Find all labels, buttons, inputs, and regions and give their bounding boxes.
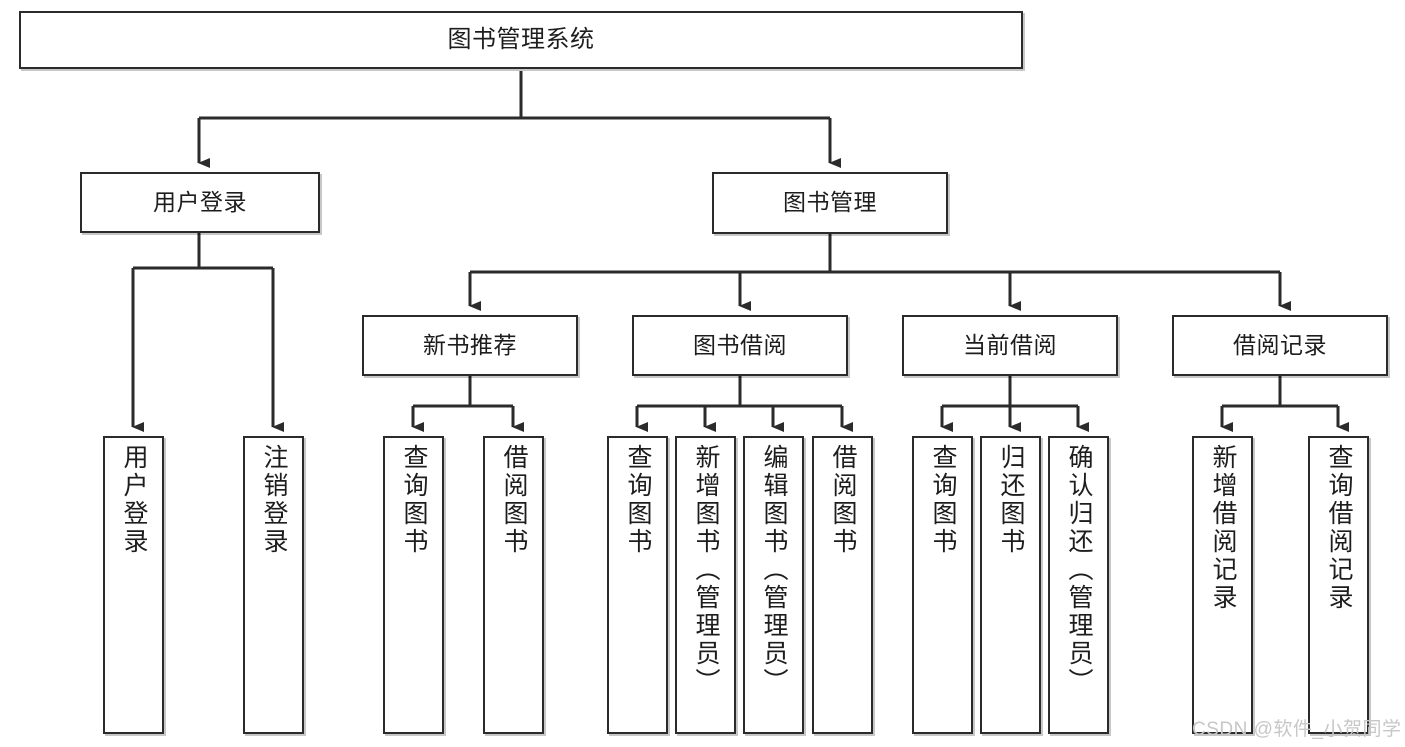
leaf-user-login-label: 用户登录: [120, 444, 148, 556]
leaf-query-book-1[interactable]: 查询图书: [383, 436, 444, 734]
leaf-query-book-3[interactable]: 查询图书: [912, 436, 973, 734]
leaf-add-borrow-record[interactable]: 新增借阅记录: [1192, 436, 1253, 734]
node-user-login-label: 用户登录: [153, 188, 247, 215]
leaf-query-book-1-label: 查询图书: [400, 444, 428, 556]
leaf-user-logout-label: 注销登录: [260, 444, 288, 556]
leaf-add-borrow-record-label: 新增借阅记录: [1209, 444, 1237, 612]
leaf-query-book-2[interactable]: 查询图书: [607, 436, 668, 734]
node-user-login[interactable]: 用户登录: [80, 172, 320, 233]
node-borrow-record[interactable]: 借阅记录: [1172, 315, 1388, 376]
node-new-book-recommend[interactable]: 新书推荐: [362, 315, 578, 376]
leaf-edit-book-label: 编辑图书（管理员）: [760, 444, 788, 696]
leaf-query-book-2-label: 查询图书: [624, 444, 652, 556]
leaf-add-book[interactable]: 新增图书（管理员）: [675, 436, 736, 734]
leaf-return-book-label: 归还图书: [997, 444, 1025, 556]
leaf-return-book[interactable]: 归还图书: [980, 436, 1041, 734]
node-current-borrow[interactable]: 当前借阅: [902, 315, 1118, 376]
node-root-label: 图书管理系统: [447, 25, 595, 53]
leaf-add-book-label: 新增图书（管理员）: [692, 444, 720, 696]
leaf-user-login[interactable]: 用户登录: [103, 436, 164, 734]
node-current-borrow-label: 当前借阅: [963, 331, 1057, 358]
leaf-borrow-book-1[interactable]: 借阅图书: [483, 436, 544, 734]
leaf-borrow-book-1-label: 借阅图书: [500, 444, 528, 556]
node-book-manage-label: 图书管理: [783, 189, 877, 216]
node-book-borrow-label: 图书借阅: [693, 331, 787, 358]
leaf-confirm-return-label: 确认归还（管理员）: [1065, 444, 1093, 696]
node-book-manage[interactable]: 图书管理: [712, 172, 948, 234]
node-book-borrow[interactable]: 图书借阅: [632, 315, 848, 376]
leaf-confirm-return[interactable]: 确认归还（管理员）: [1048, 436, 1109, 734]
node-borrow-record-label: 借阅记录: [1233, 331, 1327, 358]
csdn-watermark: CSDN @软件_小贺同学: [1192, 719, 1402, 740]
leaf-query-book-3-label: 查询图书: [929, 444, 957, 556]
node-root[interactable]: 图书管理系统: [19, 11, 1023, 69]
node-new-book-recommend-label: 新书推荐: [423, 331, 517, 358]
leaf-query-borrow-record[interactable]: 查询借阅记录: [1308, 436, 1369, 734]
leaf-user-logout[interactable]: 注销登录: [243, 436, 304, 734]
leaf-query-borrow-record-label: 查询借阅记录: [1325, 444, 1353, 612]
leaf-edit-book[interactable]: 编辑图书（管理员）: [743, 436, 804, 734]
leaf-borrow-book-2-label: 借阅图书: [829, 444, 857, 556]
leaf-borrow-book-2[interactable]: 借阅图书: [812, 436, 873, 734]
